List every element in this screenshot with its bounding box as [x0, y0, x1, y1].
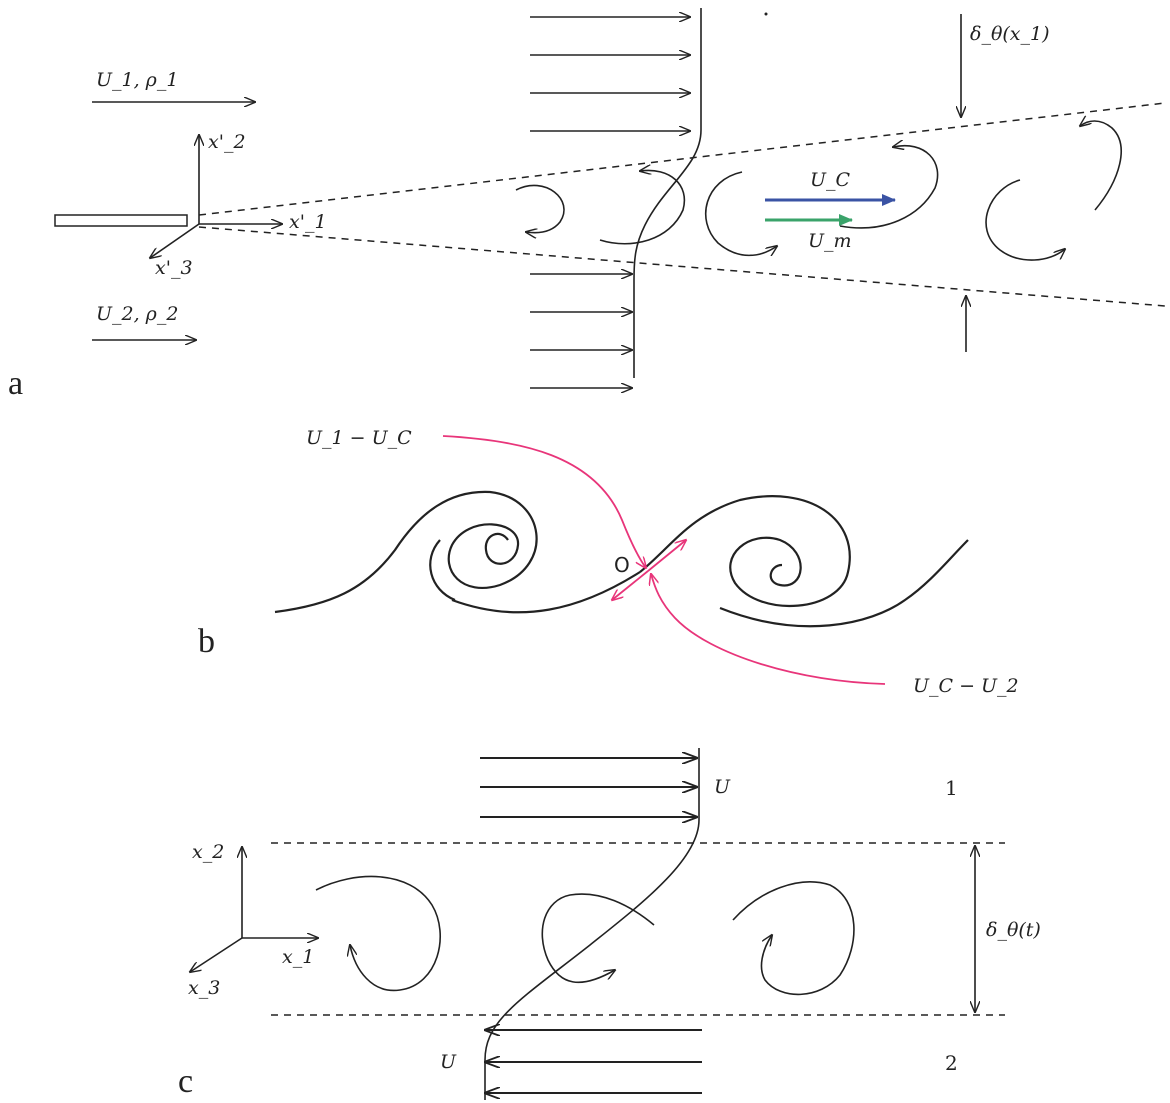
layer-lower-edge: [198, 226, 1166, 307]
lower-profile-arrows: [530, 274, 632, 388]
panel-c: c δ_θ(t) x_2 x_1 x_3: [178, 748, 1041, 1100]
upper-stream-arrows-c: [480, 758, 697, 817]
axis-x1-prime-label: x'_1: [289, 211, 327, 233]
mean-velocity-label: U_m: [808, 230, 852, 252]
upper-profile-arrows: [530, 17, 690, 131]
panel-a-label: a: [8, 365, 23, 402]
splitter-plate: [54, 214, 188, 227]
axis-x3: [190, 937, 243, 972]
stream-1-label: 1: [945, 776, 958, 800]
axis-x3-label: x_3: [188, 977, 220, 999]
convection-velocity-label: U_C: [810, 169, 851, 191]
lower-stream-arrows-c: [485, 1030, 702, 1093]
layer-upper-edge: [198, 102, 1166, 216]
vortex-sheet-left: [274, 490, 641, 614]
upper-relative-label: U_1 − U_C: [306, 427, 412, 449]
lower-relative-label: U_C − U_2: [913, 675, 1019, 697]
vortices-a: [515, 121, 1122, 261]
lower-velocity-label: U: [440, 1051, 457, 1073]
axis-x3-prime: [150, 223, 200, 258]
upper-relative-streamline: [442, 435, 646, 568]
axis-x2-prime-label: x'_2: [208, 131, 246, 153]
saddle-outflow-left: [612, 570, 649, 600]
lower-stream-label: U_2, ρ_2: [96, 303, 178, 325]
panel-b-label: b: [198, 623, 215, 660]
velocity-profile-curve: [633, 8, 702, 378]
axis-x3-prime-label: x'_3: [155, 257, 193, 279]
panel-c-label: c: [178, 1063, 193, 1100]
velocity-profile-curve-c: [484, 748, 700, 1100]
panel-a: a U_1, ρ_1 U_2, ρ_2 x'_2 x'_1 x'_3: [8, 8, 1166, 402]
stream-2-label: 2: [945, 1051, 958, 1075]
saddle-outflow-right: [647, 540, 686, 572]
lower-relative-streamline: [651, 574, 886, 685]
axis-x2-label: x_2: [192, 841, 224, 863]
vortices-c: [315, 875, 855, 996]
panel-b: b U_1 − U_C U_C − U_2 O: [198, 427, 1019, 697]
vortex-sheet-left-tail: [429, 539, 456, 602]
saddle-point-label: O: [614, 553, 630, 577]
ink-dot: [764, 12, 768, 16]
thickness-a-label: δ_θ(x_1): [970, 23, 1050, 45]
upper-velocity-label: U: [714, 776, 731, 798]
axis-x1-label: x_1: [282, 946, 314, 968]
upper-stream-label: U_1, ρ_1: [96, 69, 178, 91]
vortex-sheet-right: [639, 495, 969, 628]
thickness-c-label: δ_θ(t): [986, 919, 1041, 941]
